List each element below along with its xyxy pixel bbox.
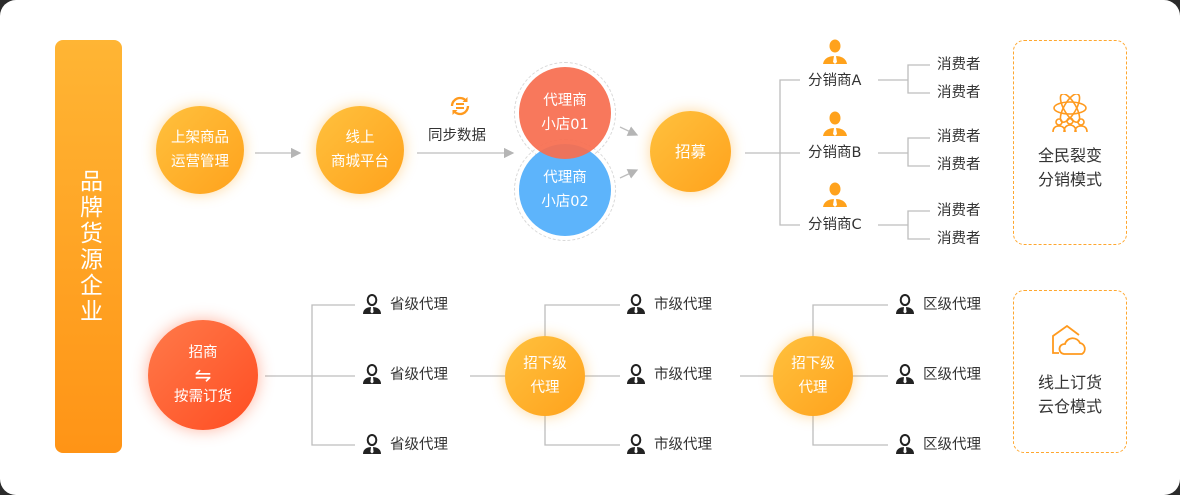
mode-label: 全民裂变	[1037, 145, 1102, 165]
tree-city	[470, 304, 620, 446]
person-icon	[363, 364, 381, 384]
person-icon	[627, 434, 645, 454]
node-label: 招下级	[791, 356, 835, 372]
provincial-agent-label: 省级代理	[390, 367, 448, 383]
person-icon	[363, 434, 381, 454]
sync-data-label: 同步数据	[428, 128, 486, 144]
sync-icon	[450, 96, 470, 116]
node-label: 招商	[188, 345, 218, 361]
cloud-warehouse-mode-box: 线上订货 云仓模式	[1013, 290, 1127, 453]
online-mall-node: 线上商城平台	[316, 106, 404, 194]
distributor-c-label: 分销商C	[808, 217, 862, 233]
distributor-a-label: 分销商A	[808, 73, 862, 89]
tree-consumers-c	[878, 210, 930, 240]
house-cloud-icon	[1052, 324, 1086, 355]
consumer-label: 消费者	[937, 129, 981, 145]
distributor-b-person-icon	[823, 111, 847, 136]
node-label: 小店02	[541, 194, 589, 210]
person-icon	[627, 294, 645, 314]
consumer-label: 消费者	[937, 157, 981, 173]
agent-shop-01-node: 代理商小店01	[519, 67, 611, 159]
node-label: 代理商	[543, 170, 587, 186]
consumer-label: 消费者	[937, 85, 981, 101]
node-label: 招募	[674, 142, 706, 161]
node-label: 运营管理	[171, 154, 229, 170]
node-label: 招下级	[523, 356, 567, 372]
recruit-sub-agent-node-1: 招下级代理	[505, 336, 585, 416]
recruit-node: 招募	[650, 111, 731, 192]
distributor-a-person-icon	[823, 39, 847, 64]
city-agent-label: 市级代理	[654, 437, 712, 453]
provincial-agent-label: 省级代理	[390, 297, 448, 313]
tree-distributors	[745, 79, 800, 226]
brand-enterprise-label: 品牌货源企业	[75, 168, 102, 325]
arrow-shop1-to-recruit	[619, 126, 639, 136]
node-label: 代理	[798, 380, 828, 396]
person-icon	[896, 434, 914, 454]
district-agent-label: 区级代理	[923, 297, 981, 313]
mode-label: 线上订货	[1037, 372, 1102, 392]
listing-management-node: 上架商品运营管理	[156, 106, 244, 194]
person-icon	[627, 364, 645, 384]
node-label: 线上	[345, 130, 375, 146]
mode-label: 云仓模式	[1037, 396, 1102, 416]
arrow-shop2-to-recruit	[619, 169, 639, 179]
node-label: 按需订货	[174, 389, 232, 405]
node-label: 代理商	[543, 93, 587, 109]
city-agent-label: 市级代理	[654, 367, 712, 383]
district-agent-label: 区级代理	[923, 437, 981, 453]
fission-distribution-mode-box: 全民裂变 分销模式	[1013, 40, 1127, 245]
atom-people-icon	[1052, 93, 1088, 132]
distributor-b-label: 分销商B	[808, 145, 862, 161]
person-icon	[363, 294, 381, 314]
brand-enterprise-bar: 品牌货源企业	[55, 40, 122, 453]
mode-label: 分销模式	[1037, 169, 1102, 189]
district-agent-label: 区级代理	[923, 367, 981, 383]
consumer-label: 消费者	[937, 231, 981, 247]
consumer-label: 消费者	[937, 203, 981, 219]
tree-consumers-b	[878, 137, 930, 167]
tree-provincial	[265, 304, 355, 446]
tree-district	[740, 304, 888, 446]
recruit-sub-agent-node-2: 招下级代理	[773, 336, 853, 416]
person-icon	[896, 294, 914, 314]
exchange-arrows-icon: ⇋	[194, 363, 212, 387]
node-label: 小店01	[541, 117, 589, 133]
node-label: 代理	[530, 380, 560, 396]
agent-shop-02-node: 代理商小店02	[519, 144, 611, 236]
node-label: 上架商品	[171, 130, 229, 146]
tree-consumers-a	[878, 64, 930, 94]
person-icon	[896, 364, 914, 384]
city-agent-label: 市级代理	[654, 297, 712, 313]
distributor-c-person-icon	[823, 182, 847, 207]
node-label: 商城平台	[331, 154, 389, 170]
investment-order-node: 招商 ⇋ 按需订货	[148, 320, 258, 430]
provincial-agent-label: 省级代理	[390, 437, 448, 453]
consumer-label: 消费者	[937, 57, 981, 73]
